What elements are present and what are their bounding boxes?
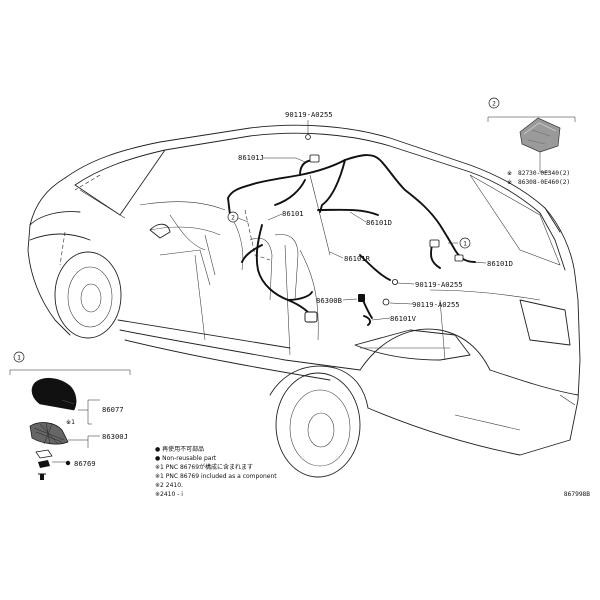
non-reusable-dot-icon — [65, 460, 71, 466]
inset-2-antenna-base: ※ 82730-0E340(2) ※ 86308-0E460(2) — [507, 117, 570, 186]
callout-1-label: 1 — [463, 241, 467, 248]
part-label-86308-0e460: 86308-0E460(2) — [518, 179, 570, 186]
diagram-id: 867998B — [564, 491, 590, 498]
part-label-86101d-right: 86101D — [487, 259, 513, 268]
roof-wire-harness — [227, 134, 476, 326]
inset-1-number: 1 — [17, 355, 21, 362]
part-label-86300b: 86300B — [316, 296, 342, 305]
part-label-90119-a0255-top: 90119-A0255 — [285, 110, 333, 119]
legend-line-non-reusable-jp: ● 再使用不可部品 — [155, 445, 204, 453]
dashed-reference-lines — [59, 174, 271, 266]
part-label-90119-a0255-r1: 90119-A0255 — [415, 280, 463, 289]
inset-2-marker-b: ※ — [507, 179, 512, 186]
part-label-82730-0e340: 82730-0E340(2) — [518, 170, 570, 177]
part-label-90119-a0255-r2: 90119-A0255 — [412, 300, 460, 309]
inset-1-marker: ※1 — [66, 419, 75, 426]
inset-2-marker-a: ※ — [507, 170, 512, 177]
callout-1-inset-header: 1 — [13, 351, 25, 363]
inset-2-number: 2 — [492, 101, 496, 108]
callout-markers: 1 2 2 1 — [13, 97, 500, 363]
part-label-86300j: 86300J — [102, 432, 128, 441]
part-label-86101j: 86101J — [238, 153, 264, 162]
part-label-86769: 86769 — [74, 459, 96, 468]
callout-2-inset-header: 2 — [488, 97, 500, 109]
part-label-86101d-mid: 86101D — [366, 218, 392, 227]
legend-notes: ● 再使用不可部品 ● Non-reusable part ※1 PNC 867… — [155, 445, 277, 498]
legend-line-note-3: ※2410 - i — [155, 491, 183, 498]
part-label-86101: 86101 — [282, 209, 304, 218]
inset-1-shark-fin-antenna: ※1 86077 86300J 86769 — [29, 377, 128, 480]
part-labels: 90119-A0255 86101J 86101 86101D 86101R 8… — [238, 110, 513, 323]
legend-line-non-reusable-en: ● Non-reusable part — [155, 455, 217, 462]
legend-line-note-2: ※2 2410. — [155, 482, 183, 489]
part-leader-lines — [9, 116, 576, 463]
vehicle-outline — [27, 124, 581, 478]
part-label-86101r: 86101R — [344, 254, 371, 263]
callout-2-label: 2 — [231, 215, 235, 222]
part-label-86101v: 86101V — [390, 314, 417, 323]
callout-1-on-car: 1 — [459, 237, 471, 249]
callout-2-on-car: 2 — [227, 211, 239, 223]
part-label-86077: 86077 — [102, 405, 124, 414]
legend-line-included-jp: ※1 PNC 86769が構成に含まれます — [155, 463, 253, 471]
legend-line-included-en: ※1 PNC 86769 included as a component — [155, 473, 277, 480]
